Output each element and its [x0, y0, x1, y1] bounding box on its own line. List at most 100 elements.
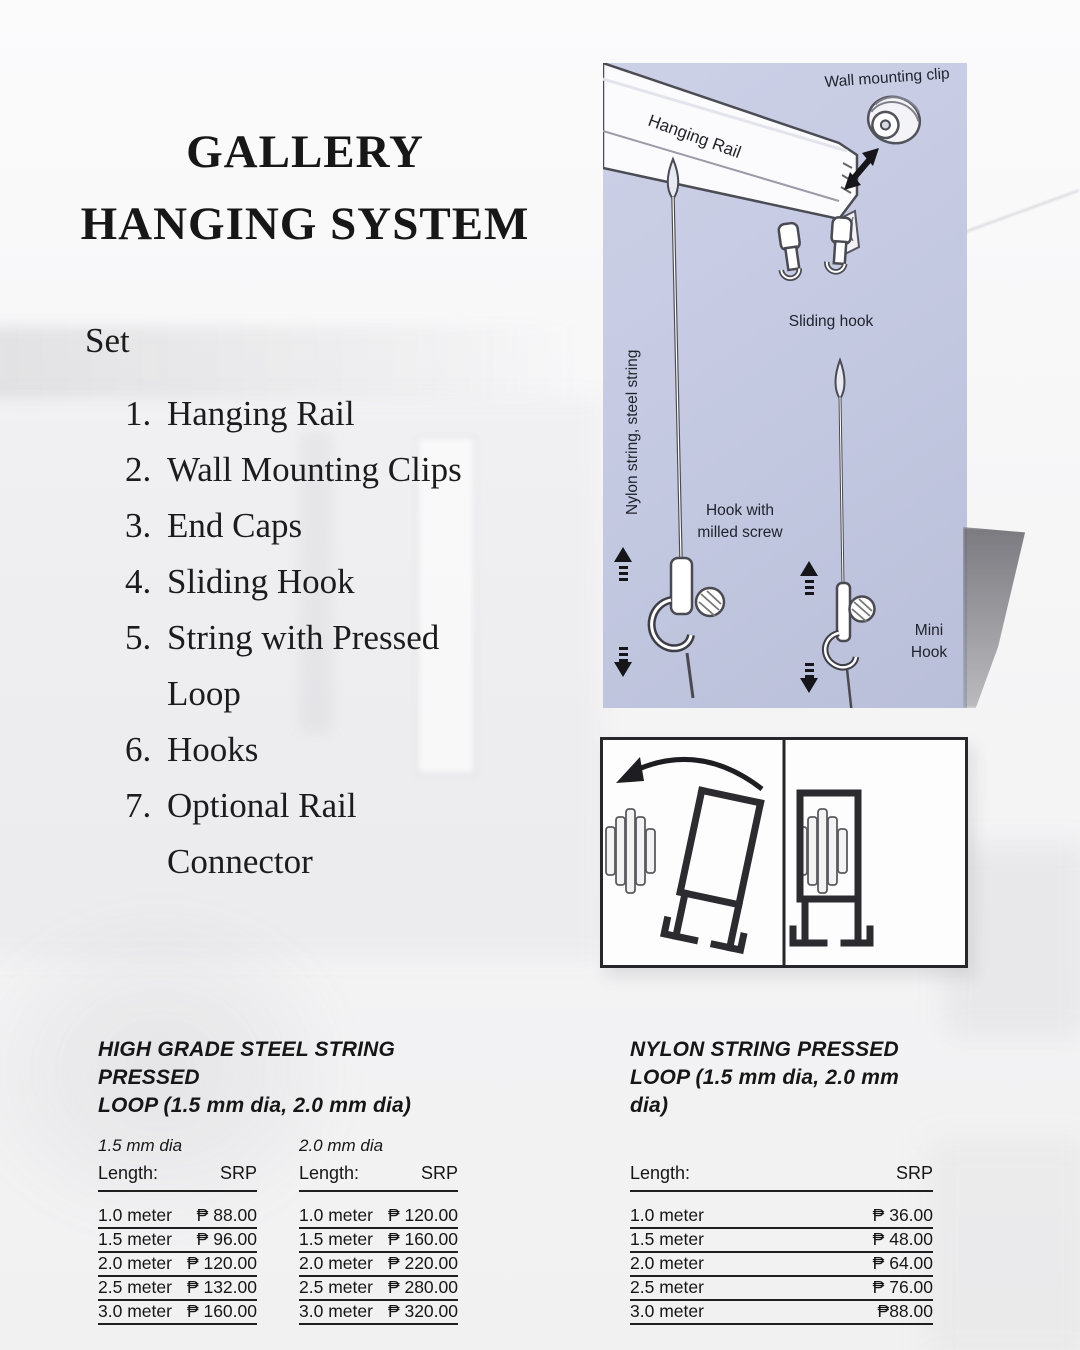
steel-table-title-line1: HIGH GRADE STEEL STRING PRESSED [98, 1038, 396, 1089]
price-row: 1.0 meter₱ 120.00 [299, 1205, 458, 1229]
hanging-system-illustration: Hanging Rail Wall mounting clip [603, 63, 950, 708]
price-row: 1.0 meter ₱ 88.00 [98, 1205, 257, 1229]
clip-mounting-illustration [600, 737, 968, 968]
set-list-item: 4.Sliding Hook [125, 554, 565, 610]
row-length: 1.0 meter [98, 1205, 172, 1225]
wall-mounting-clip-shape [866, 95, 922, 145]
price-row: 3.0 meter₱ 160.00 [98, 1301, 257, 1325]
slide-arrows-right-icon [800, 561, 818, 693]
row-length: 1.5 meter [299, 1229, 373, 1249]
row-length: 2.0 meter [630, 1253, 704, 1273]
rail-profile-upright [789, 789, 874, 947]
title-line2: HANGING SYSTEM [80, 198, 530, 250]
background-photo-line [961, 189, 1079, 234]
price-row: 1.5 meter₱ 48.00 [630, 1229, 933, 1253]
row-srp: ₱ 48.00 [872, 1229, 933, 1249]
set-item-text: Wall Mounting Clips [167, 450, 462, 489]
rail-profile-tilted [660, 786, 765, 955]
row-srp: ₱ 280.00 [387, 1277, 458, 1297]
nylon-string-shape [834, 357, 846, 586]
nylon-table-title: NYLON STRING PRESSED LOOP (1.5 mm dia, 2… [630, 1036, 933, 1120]
row-length: 2.5 meter [299, 1277, 373, 1297]
price-row: 2.5 meter₱ 132.00 [98, 1277, 257, 1301]
price-row: 2.5 meter ₱ 280.00 [299, 1277, 458, 1301]
price-row: 2.0 meter₱ 220.00 [299, 1253, 458, 1277]
length-header: Length: [299, 1163, 360, 1183]
set-item-number: 6. [125, 730, 152, 769]
set-item-text-line2: Loop [167, 674, 241, 713]
row-length: 2.0 meter [98, 1253, 172, 1273]
row-length: 1.0 meter [630, 1205, 704, 1225]
wall-mounting-clip-label: Wall mounting clip [824, 65, 950, 91]
set-item-number: 3. [125, 506, 152, 545]
row-srp: ₱ 96.00 [196, 1229, 257, 1249]
page-title: GALLERY HANGING SYSTEM [20, 116, 590, 260]
nylon-table-title-line2: LOOP (1.5 mm dia, 2.0 mm dia) [630, 1066, 899, 1117]
wall-clip-ribs-left [605, 808, 656, 894]
col-header: Length: SRP [630, 1163, 933, 1192]
set-list-item: 3. End Caps [125, 498, 565, 554]
mini-hook-shape [821, 581, 876, 708]
row-srp: ₱ 120.00 [186, 1253, 257, 1273]
price-row: 1.5 meter ₱ 160.00 [299, 1229, 458, 1253]
row-srp: ₱ 76.00 [872, 1277, 933, 1297]
price-row: 3.0 meter ₱88.00 [630, 1301, 933, 1325]
string-type-label: Nylon string, steel string [624, 350, 641, 515]
mini-hook-label-line2: Hook [911, 644, 947, 661]
hanging-system-diagram: Hanging Rail Wall mounting clip [603, 63, 967, 708]
rotate-arrow-icon [616, 757, 764, 791]
col-subtitle: 1.5 mm dia [98, 1136, 183, 1155]
set-item-number: 7. [125, 786, 152, 825]
set-heading: Set [85, 321, 130, 360]
row-length: 2.5 meter [98, 1277, 172, 1297]
title-line1: GALLERY [186, 126, 424, 178]
set-list-item: 6. Hooks [125, 722, 565, 778]
row-srp: ₱88.00 [877, 1301, 933, 1321]
set-list-item: 2. Wall Mounting Clips [125, 442, 565, 498]
set-item-text: Optional Rail [167, 786, 357, 825]
row-srp: ₱ 160.00 [186, 1301, 257, 1321]
row-srp: ₱ 320.00 [387, 1301, 458, 1321]
set-item-text-line2: Connector [167, 842, 313, 881]
set-item-number: 5. [125, 618, 152, 657]
col-subtitle: 2.0 mm dia [299, 1136, 384, 1155]
set-item-text: End Caps [167, 506, 303, 545]
mini-hook-label-line1: Mini [915, 622, 943, 639]
steel-price-table: HIGH GRADE STEEL STRING PRESSED LOOP (1.… [98, 1036, 490, 1325]
price-row: 1.0 meter₱ 36.00 [630, 1205, 933, 1229]
set-item-text: Hooks [167, 730, 259, 769]
row-srp: ₱ 220.00 [387, 1253, 458, 1273]
steel-table-title: HIGH GRADE STEEL STRING PRESSED LOOP (1.… [98, 1036, 490, 1120]
steel-col-2-0mm: 2.0 mm dia Length: SRP 1.0 meter₱ 120.00… [299, 1136, 458, 1325]
slide-arrows-left-icon [614, 547, 632, 677]
set-item-number: 2. [125, 450, 152, 489]
row-srp: ₱ 88.00 [196, 1205, 257, 1225]
attach-arrow-icon [844, 148, 879, 190]
steel-table-title-line2: LOOP (1.5 mm dia, 2.0 mm dia) [98, 1094, 412, 1117]
hook-milled-label-line1: Hook with [706, 502, 774, 519]
nylon-table-title-line1: NYLON STRING PRESSED [630, 1038, 899, 1061]
col-header: Length: SRP [299, 1163, 458, 1192]
row-length: 3.0 meter [299, 1301, 373, 1321]
row-srp: ₱ 160.00 [387, 1229, 458, 1249]
row-srp: ₱ 120.00 [387, 1205, 458, 1225]
price-row: 3.0 meter ₱ 320.00 [299, 1301, 458, 1325]
row-length: 3.0 meter [630, 1301, 704, 1321]
set-item-number: 4. [125, 562, 152, 601]
background-photo-blob [930, 1140, 1080, 1350]
length-header: Length: [98, 1163, 159, 1183]
row-srp: ₱ 64.00 [872, 1253, 933, 1273]
col-header: Length: SRP [98, 1163, 257, 1192]
length-header: Length: [630, 1163, 691, 1183]
price-row: 2.5 meter ₱ 76.00 [630, 1277, 933, 1301]
price-row: 2.0 meter ₱ 64.00 [630, 1253, 933, 1277]
price-row: 2.0 meter ₱ 120.00 [98, 1253, 257, 1277]
row-length: 2.5 meter [630, 1277, 704, 1297]
